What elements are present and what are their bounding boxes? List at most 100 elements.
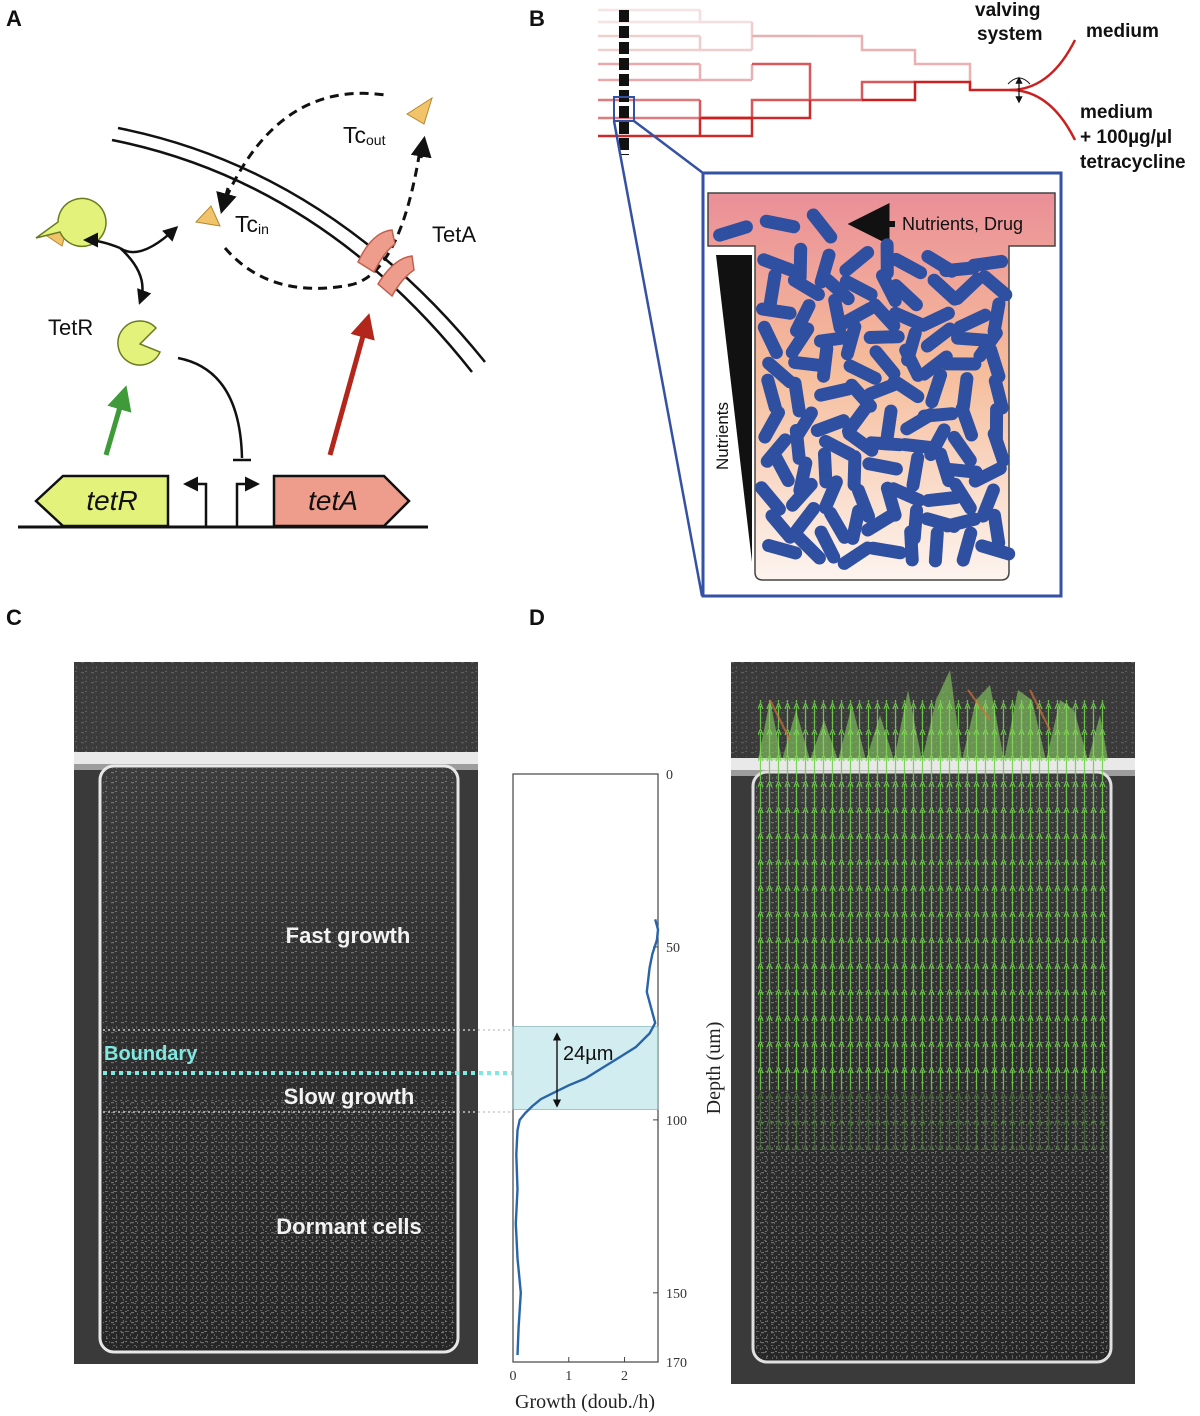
panel-letter-b: B: [529, 6, 545, 31]
slow-growth-label: Slow growth: [284, 1084, 415, 1109]
bacterium-cell: [843, 359, 882, 385]
bacterium-cell: [840, 320, 862, 361]
bacterium-cell: [975, 539, 1016, 561]
valving-label-2: system: [977, 24, 1043, 45]
teta-expression-arrow: [327, 313, 375, 456]
bacterium-cell: [768, 449, 795, 487]
bacterium-cell: [868, 298, 901, 333]
tc-out-label: Tc: [343, 122, 366, 148]
bacterium-cell: [793, 531, 826, 565]
bacterium-cell: [819, 434, 857, 461]
bacterium-cell: [976, 483, 1000, 523]
membrane-inner: [111, 138, 473, 373]
band-width-label: 24µm: [563, 1043, 613, 1065]
bacterium-cell: [987, 427, 1010, 467]
panel-letter-c: C: [6, 605, 22, 630]
bacterium-cell: [880, 404, 898, 446]
bacterium-cell: [846, 504, 866, 545]
bacterium-cell: [928, 526, 944, 568]
bacterium-cell: [886, 482, 926, 507]
bacterium-cell: [947, 430, 977, 467]
valving-label-1: valving: [975, 0, 1040, 21]
tetr-gene-box: [34, 474, 170, 528]
tc-in-subscript: in: [258, 221, 269, 237]
svg-text:Tcin: Tcin: [235, 211, 269, 237]
bacterium-cell: [984, 343, 1006, 383]
bacterium-cell: [920, 322, 957, 353]
bacterium-cell: [765, 509, 797, 544]
bacterium-cell: [828, 293, 847, 335]
bacterium-cell: [876, 269, 902, 308]
bacterium-cell: [888, 374, 925, 404]
dormant-cells-label: Dormant cells: [276, 1214, 422, 1239]
bacterium-cell: [787, 273, 825, 301]
tetr-protein-label: TetR: [48, 315, 93, 340]
bacterium-cell: [754, 481, 786, 516]
teta-pump-icon: [357, 229, 415, 298]
bacterium-cell: [956, 372, 974, 413]
bacterium-cell: [758, 406, 785, 444]
bacterium-cell: [889, 252, 928, 280]
medium-label: medium: [1086, 21, 1159, 42]
bacterium-cell: [839, 302, 877, 329]
bacterium-cell: [839, 246, 875, 277]
bacterium-cell: [757, 253, 797, 277]
membrane-outer: [117, 126, 486, 363]
svg-text:Tcout: Tcout: [343, 122, 386, 148]
tetr-expression-arrow: [103, 385, 132, 456]
bacterium-cell: [899, 343, 925, 382]
bacterium-cell: [941, 462, 983, 479]
fast-growth-label: Fast growth: [286, 923, 411, 948]
bacterium-cell: [861, 508, 899, 537]
bacterium-cell: [869, 345, 901, 380]
bacterium-cell: [814, 330, 855, 348]
bacterium-cell: [817, 341, 834, 383]
panel-a-diagram: Tcout Tcin TetA TetR tetR tet: [18, 91, 486, 529]
y-axis-label: Depth (um): [703, 1022, 725, 1115]
teta-gene-label: tetA: [308, 485, 358, 516]
bacterium-cell: [788, 376, 806, 418]
medium-tc-label-3: tetracycline: [1080, 152, 1186, 173]
promoter-teta-icon: [235, 476, 260, 527]
bacterium-cell: [793, 242, 808, 284]
y-tick-label: 0: [666, 768, 673, 783]
boundary-label: Boundary: [104, 1043, 198, 1065]
bacterium-cell: [820, 273, 855, 306]
nutrients-label: Nutrients: [713, 402, 732, 470]
tc-in-icon: [194, 205, 221, 227]
bacterium-cell: [921, 491, 963, 508]
bacterium-cell: [948, 477, 977, 515]
bacterium-cell: [906, 451, 925, 492]
bacterium-cell: [810, 414, 850, 437]
bacterium-cell: [978, 270, 1013, 302]
teta-gene-box: [272, 474, 411, 528]
bacterium-cell: [763, 268, 782, 310]
bacterium-cell: [818, 447, 833, 489]
panel-b-diagram: valving system medium medium + 100µg/µl …: [598, 0, 1186, 598]
y-tick-label: 50: [666, 941, 680, 956]
bacterium-cell: [814, 382, 855, 402]
y-tick-label: 100: [666, 1114, 687, 1129]
bacterium-cell: [924, 423, 951, 461]
bacterium-cell: [814, 525, 841, 564]
panel-c-micrograph: Fast growth Boundary Slow growth Dormant…: [74, 662, 512, 1364]
panel-letter-a: A: [6, 6, 22, 31]
zoom-line-left: [612, 120, 704, 597]
bacterium-cell: [847, 450, 862, 492]
bacterium-cell: [916, 306, 955, 332]
tc-out-icon: [406, 96, 433, 125]
bacterium-cell: [762, 356, 797, 389]
bacterium-cell: [837, 541, 874, 570]
x-axis-label: Growth (doub./h): [515, 1391, 655, 1413]
x-tick-label: 0: [510, 1369, 517, 1384]
velocity-vectors: [758, 700, 1108, 1090]
bacterium-cell: [917, 407, 959, 423]
x-tick-label: 1: [565, 1369, 572, 1384]
bacterium-cell: [955, 402, 978, 442]
bacterium-cell: [866, 541, 907, 560]
bacterium-cell: [788, 355, 829, 373]
bacterium-cell: [927, 273, 962, 306]
bacterium-cell: [950, 272, 985, 305]
